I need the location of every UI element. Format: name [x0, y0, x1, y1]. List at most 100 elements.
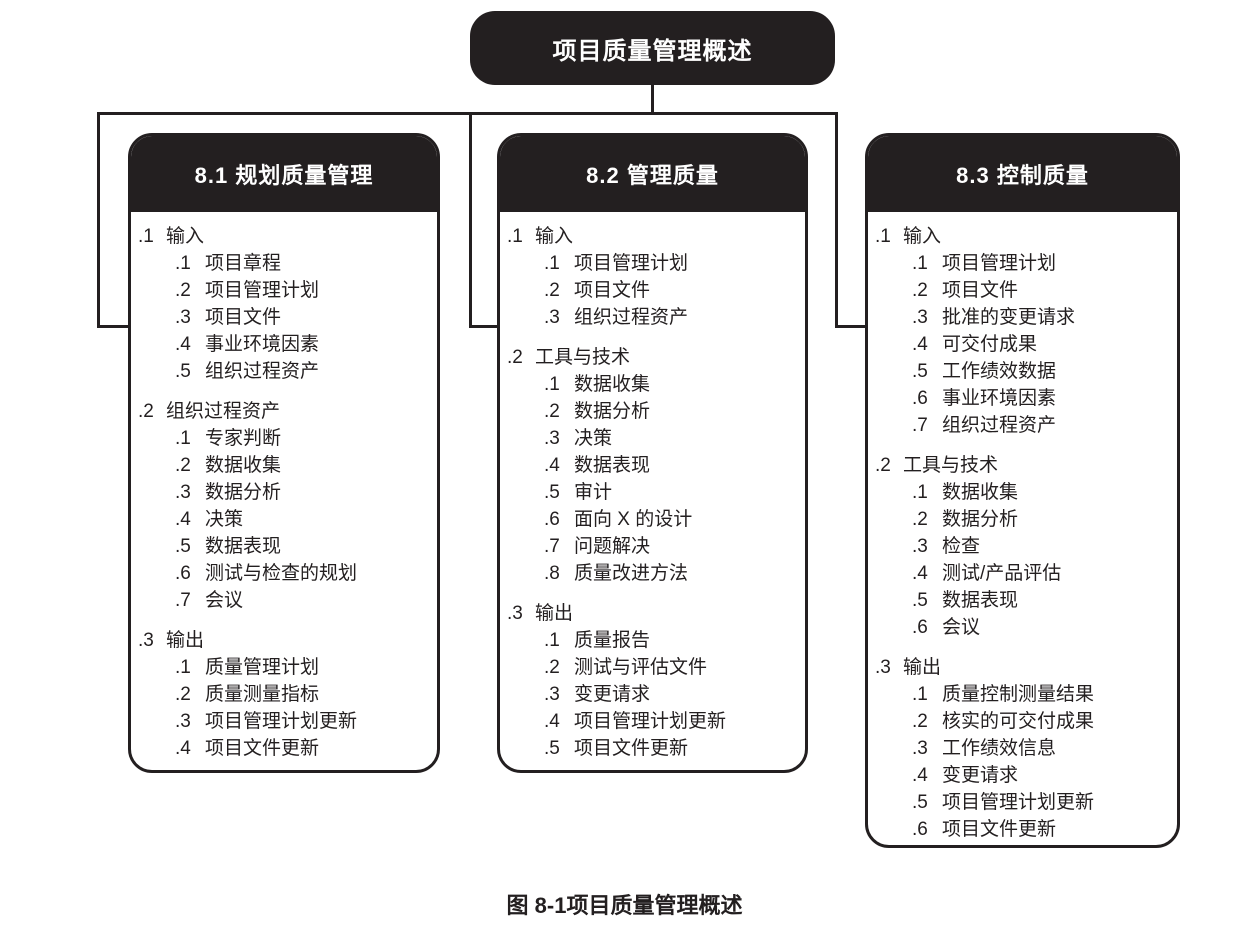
item-label: 组织过程资产 — [574, 307, 689, 328]
item-number: .1 — [544, 630, 560, 651]
item-label: 质量控制测量结果 — [942, 684, 1095, 705]
item-label: 项目文件更新 — [574, 738, 689, 759]
process-title: 8.2 管理质量 — [500, 136, 805, 212]
item-label: 项目文件 — [942, 280, 1019, 301]
item-number: .2 — [507, 347, 523, 368]
item-number: .3 — [507, 603, 523, 624]
item-label: 输出 — [903, 657, 942, 678]
connector-line-stub-3 — [835, 325, 868, 328]
overview-node: 项目质量管理概述 — [470, 11, 835, 85]
item-label: 变更请求 — [574, 684, 651, 705]
item-number: .5 — [544, 482, 560, 503]
list-item: .5 组织过程资产 — [138, 358, 431, 385]
item-number: .5 — [912, 590, 928, 611]
list-item: .2 质量测量指标 — [138, 681, 431, 708]
item-number: .2 — [912, 711, 928, 732]
item-number: .6 — [175, 563, 191, 584]
item-number: .2 — [544, 657, 560, 678]
item-number: .1 — [138, 226, 154, 247]
item-label: 数据表现 — [574, 455, 651, 476]
connector-line-main-horizontal — [97, 112, 838, 115]
list-item: .3 组织过程资产 — [507, 304, 799, 331]
section-heading: .3 输出 — [507, 600, 799, 627]
item-label: 质量报告 — [574, 630, 651, 651]
item-number: .6 — [912, 819, 928, 840]
item-number: .8 — [544, 563, 560, 584]
item-label: 项目章程 — [205, 253, 282, 274]
item-label: 组织过程资产 — [205, 361, 320, 382]
item-number: .4 — [912, 563, 928, 584]
item-label: 测试与评估文件 — [574, 657, 708, 678]
item-label: 输出 — [535, 603, 574, 624]
item-number: .2 — [175, 684, 191, 705]
item-label: 质量管理计划 — [205, 657, 320, 678]
item-label: 问题解决 — [574, 536, 651, 557]
item-number: .1 — [544, 374, 560, 395]
item-number: .1 — [544, 253, 560, 274]
item-number: .1 — [175, 428, 191, 449]
item-label: 项目文件更新 — [205, 738, 320, 759]
item-label: 组织过程资产 — [166, 401, 281, 422]
item-label: 审计 — [574, 482, 613, 503]
item-label: 项目管理计划更新 — [205, 711, 358, 732]
item-number: .1 — [507, 226, 523, 247]
item-label: 会议 — [205, 590, 244, 611]
item-number: .3 — [875, 657, 891, 678]
item-label: 测试/产品评估 — [942, 563, 1062, 584]
item-number: .5 — [544, 738, 560, 759]
item-label: 数据表现 — [205, 536, 282, 557]
list-item: .6 面向 X 的设计 — [507, 506, 799, 533]
item-number: .3 — [544, 307, 560, 328]
connector-line-drop-2 — [469, 112, 472, 328]
item-number: .5 — [175, 361, 191, 382]
item-number: .3 — [544, 428, 560, 449]
item-label: 数据收集 — [942, 482, 1019, 503]
item-number: .4 — [912, 334, 928, 355]
list-item: .2 测试与评估文件 — [507, 654, 799, 681]
connector-line-stub-1 — [97, 325, 131, 328]
item-label: 项目文件 — [205, 307, 282, 328]
item-number: .3 — [138, 630, 154, 651]
item-label: 项目管理计划更新 — [942, 792, 1095, 813]
item-number: .2 — [912, 280, 928, 301]
item-label: 面向 X 的设计 — [574, 509, 693, 530]
item-label: 质量测量指标 — [205, 684, 320, 705]
list-item: .7 会议 — [138, 587, 431, 614]
item-number: .6 — [544, 509, 560, 530]
item-number: .7 — [175, 590, 191, 611]
item-number: .3 — [544, 684, 560, 705]
item-number: .5 — [912, 361, 928, 382]
item-label: 项目管理计划更新 — [574, 711, 727, 732]
connector-line-drop-1 — [97, 112, 100, 328]
item-number: .2 — [544, 401, 560, 422]
